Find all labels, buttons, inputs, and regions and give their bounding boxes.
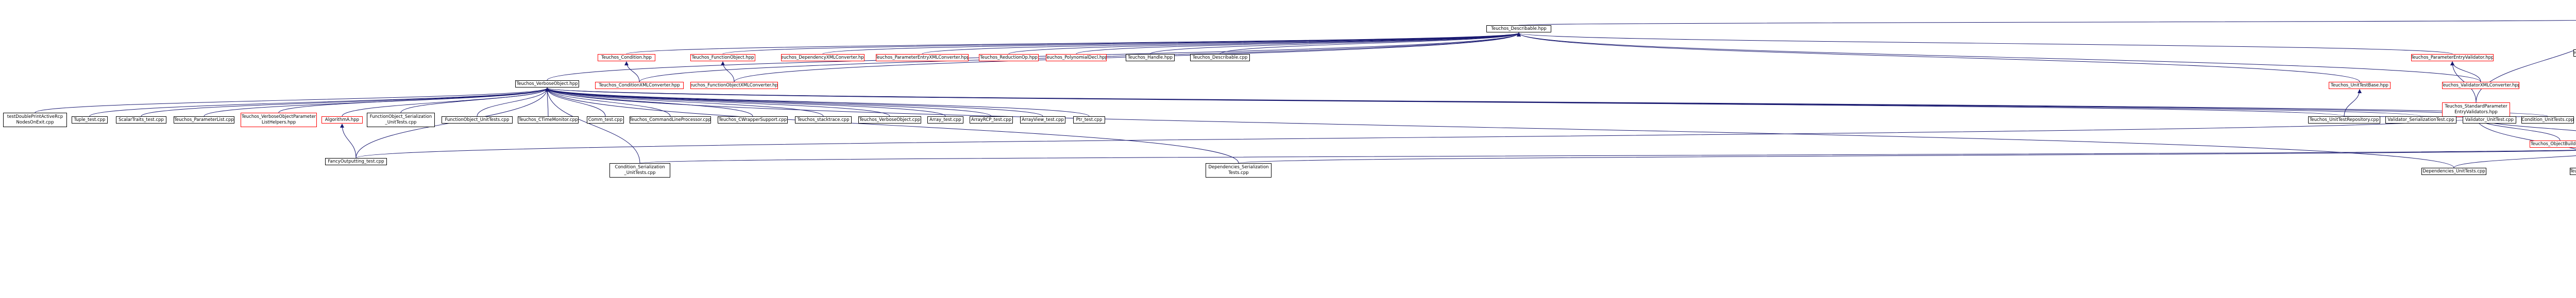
edge-depUnit-to-verboseObject xyxy=(545,87,2454,168)
edge-cmdLineProc-to-verboseObject xyxy=(545,87,671,117)
graph-node-cTimeMonitor[interactable]: Teuchos_CTimeMonitor.cpp xyxy=(518,116,579,124)
graph-node-handle[interactable]: Teuchos_Handle.hpp xyxy=(1126,54,1175,61)
edge-funcObjXml-to-functionObject xyxy=(721,61,735,82)
edge-conditionUnit-to-verboseObject xyxy=(546,87,2548,117)
graph-node-verboseObject[interactable]: Teuchos_VerboseObject.hpp xyxy=(515,80,579,87)
graph-node-unitTestBase[interactable]: Teuchos_UnitTestBase.hpp xyxy=(2329,82,2391,89)
edge-fancyOutput-to-stdParamValidators xyxy=(355,117,2478,159)
graph-node-validatorXml[interactable]: Teuchos_ValidatorXMLConverter.hpp xyxy=(2442,82,2519,89)
graph-node-unitTestRepo[interactable]: Teuchos_UnitTestRepository.cpp xyxy=(2308,116,2380,124)
graph-node-depXml[interactable]: Teuchos_DependencyXMLConverter.hpp xyxy=(781,54,865,61)
graph-node-stdDepsCpp[interactable]: Teuchos_StandardDependencies.cpp xyxy=(2570,168,2576,175)
edge-commTest-to-verboseObject xyxy=(545,87,606,117)
graph-node-functionObject[interactable]: Teuchos_FunctionObject.hpp xyxy=(690,54,755,61)
edge-unitTestRepo-to-unitTestBase xyxy=(2344,89,2362,117)
graph-node-polyDecl[interactable]: Teuchos_PolynomialDecl.hpp xyxy=(1046,54,1107,61)
graph-node-stacktrace[interactable]: Teuchos_stacktrace.cpp xyxy=(795,116,852,124)
graph-node-testDouble[interactable]: testDoublePrintActiveRcp NodesOnExit.cpp xyxy=(3,113,67,127)
edge-condXml-to-condition xyxy=(624,61,640,82)
edge-depUnit-to-stdDeps xyxy=(2453,155,2576,168)
graph-node-cWrapper[interactable]: Teuchos_CWrapperSupport.cpp xyxy=(718,116,788,124)
edge-fancyOutput-to-algorithmA xyxy=(340,124,357,159)
graph-node-describableCpp[interactable]: Teuchos_Describable.cpp xyxy=(1190,54,1250,61)
edge-handle-to-describable xyxy=(1150,32,1521,55)
edge-describable-to-verbLevel xyxy=(1518,20,2576,26)
graph-node-funcObjUnit[interactable]: FunctionObject_UnitTests.cpp xyxy=(442,116,513,124)
graph-node-arrayRcpTest[interactable]: ArrayRCP_test.cpp xyxy=(970,116,1013,124)
graph-node-describable[interactable]: Teuchos_Describable.hpp xyxy=(1486,25,1551,32)
graph-node-tupleTest[interactable]: Tuple_test.cpp xyxy=(72,116,108,124)
graph-node-arrayTest[interactable]: Array_test.cpp xyxy=(927,116,963,124)
graph-node-algorithmA[interactable]: AlgorithmA.hpp xyxy=(321,116,363,124)
graph-node-condition[interactable]: Teuchos_Condition.hpp xyxy=(598,54,655,61)
edge-condSerial-to-verboseObject xyxy=(545,87,640,164)
edge-describableCpp-to-describable xyxy=(1219,32,1521,55)
graph-node-validatorSerial[interactable]: Validator_SerializationTest.cpp xyxy=(2385,116,2456,124)
edge-depSerial-to-stdDeps xyxy=(1238,150,2576,164)
graph-node-depSerial[interactable]: Dependencies_Serialization Tests.cpp xyxy=(1206,163,1272,178)
graph-node-funcObjXml[interactable]: Teuchos_FunctionObjectXMLConverter.hpp xyxy=(690,82,778,89)
edge-condSerial-to-stdDeps xyxy=(639,150,2576,164)
graph-node-stdParamValidators[interactable]: Teuchos_StandardParameter EntryValidator… xyxy=(2442,102,2510,117)
graph-node-validatorUnit[interactable]: Validator_UnitTest.cpp xyxy=(2463,116,2516,124)
edge-validatorXml-to-describable xyxy=(1517,32,2481,82)
graph-node-funcObjSerial[interactable]: FunctionObject_Serialization _UnitTests.… xyxy=(367,113,435,127)
graph-node-paramList[interactable]: Teuchos_ParameterList.cpp xyxy=(174,116,234,124)
graph-node-depUnit[interactable]: Dependencies_UnitTests.cpp xyxy=(2421,168,2486,175)
edge-arrayTest-to-verboseObject xyxy=(545,87,946,117)
edge-reductionOp-to-describable xyxy=(1008,32,1521,55)
graph-node-verboseObjCpp[interactable]: Teuchos_VerboseObject.cpp xyxy=(858,116,921,124)
graph-node-scalarTraitsTest[interactable]: ScalarTraits_test.cpp xyxy=(116,116,166,124)
graph-node-cmdLineProc[interactable]: Teuchos_CommandLineProcessor.cpp xyxy=(630,116,711,124)
edge-stacktrace-to-verboseObject xyxy=(545,87,824,117)
graph-node-conditionUnit[interactable]: Condition_UnitTests.cpp xyxy=(2521,116,2574,124)
edge-funcObjUnit-to-verboseObject xyxy=(477,87,549,117)
graph-node-paramEntryXml[interactable]: Teuchos_ParameterEntryXMLConverter.hpp xyxy=(876,54,969,61)
graph-node-condXml[interactable]: Teuchos_ConditionXMLConverter.hpp xyxy=(595,82,684,89)
edge-depXml-to-describable xyxy=(822,32,1521,55)
edge-functionObject-to-describable xyxy=(722,32,1521,55)
edge-depSerial-to-verboseObject xyxy=(545,87,1239,164)
edge-scalarTraitsTest-to-verboseObject xyxy=(141,87,549,117)
graph-node-paramEntryValidator[interactable]: Teuchos_ParameterEntryValidator.hpp xyxy=(2411,54,2494,61)
edge-paramEntryValidator-to-describable xyxy=(1517,32,2453,55)
graph-node-reductionOp[interactable]: Teuchos_ReductionOp.hpp xyxy=(979,54,1039,61)
edge-paramEntryXml-to-describable xyxy=(922,32,1521,55)
edge-tupleTest-to-verboseObject xyxy=(89,87,549,117)
graph-node-condSerial[interactable]: Condition_Serialization _UnitTests.cpp xyxy=(609,163,670,178)
edge-unitTestBase-to-describable xyxy=(1517,32,2360,82)
graph-node-ptrTest[interactable]: Ptr_test.cpp xyxy=(1073,116,1105,124)
edge-arrayRcpTest-to-verboseObject xyxy=(545,87,992,117)
graph-node-arrayViewTest[interactable]: ArrayView_test.cpp xyxy=(1020,116,1065,124)
graph-node-commTest[interactable]: Comm_test.cpp xyxy=(587,116,624,124)
edge-verboseObjParamList-to-verboseObject xyxy=(278,87,549,113)
graph-node-fancyOutput[interactable]: FancyOutputting_test.cpp xyxy=(325,158,387,165)
edge-polyDecl-to-describable xyxy=(1076,32,1521,55)
edge-testDouble-to-verboseObject xyxy=(35,87,549,113)
edge-funcObjSerial-to-verboseObject xyxy=(400,87,549,113)
graph-node-objectBuilder[interactable]: Teuchos_ObjectBuilder.hpp xyxy=(2530,141,2576,148)
edge-verboseObjCpp-to-verboseObject xyxy=(545,87,890,117)
edge-ptrTest-to-verboseObject xyxy=(545,87,1090,117)
graph-node-verboseObjParamList[interactable]: Teuchos_VerboseObjectParameter ListHelpe… xyxy=(241,113,317,127)
graph-node-verbLevelCpp[interactable]: Teuchos_VerbosityLevel.cpp xyxy=(2573,49,2576,57)
